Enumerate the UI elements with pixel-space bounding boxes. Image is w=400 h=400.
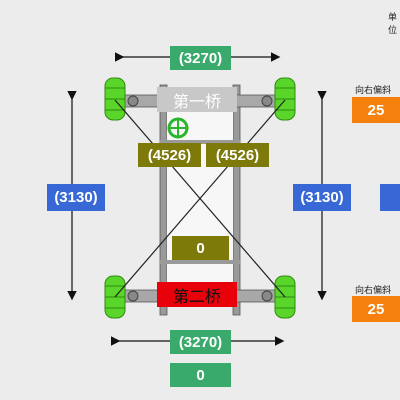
left-diagonal-value: (4526)	[138, 143, 201, 167]
diagonal-difference-value: 0	[172, 236, 229, 260]
track-difference-value: 0	[170, 363, 231, 387]
rear-offset-value: 25	[352, 296, 400, 322]
wheel-icon	[274, 77, 296, 121]
front-offset-value: 25	[352, 97, 400, 123]
right-wheelbase-value: (3130)	[293, 184, 351, 211]
front-offset-label: 向右偏斜	[355, 85, 392, 95]
right-diagonal-value: (4526)	[206, 143, 269, 167]
unit-label: 单位	[388, 12, 398, 35]
right-panel-value	[380, 184, 400, 211]
frame-body	[167, 100, 233, 300]
rear-axle-label: 第二桥	[157, 282, 237, 307]
crossmember	[160, 260, 240, 264]
steering-wheel-icon	[167, 117, 189, 139]
right-frame-rail	[232, 84, 241, 316]
left-frame-rail	[159, 84, 168, 316]
front-axle-label: 第一桥	[157, 87, 237, 112]
rear-offset-label: 向右偏斜	[355, 285, 392, 295]
wheel-icon	[104, 77, 126, 121]
left-wheelbase-value: (3130)	[47, 184, 105, 211]
rear-track-value: (3270)	[170, 330, 231, 354]
crossmember	[160, 140, 240, 144]
diagonal-line	[114, 99, 286, 298]
front-track-value: (3270)	[170, 46, 231, 70]
